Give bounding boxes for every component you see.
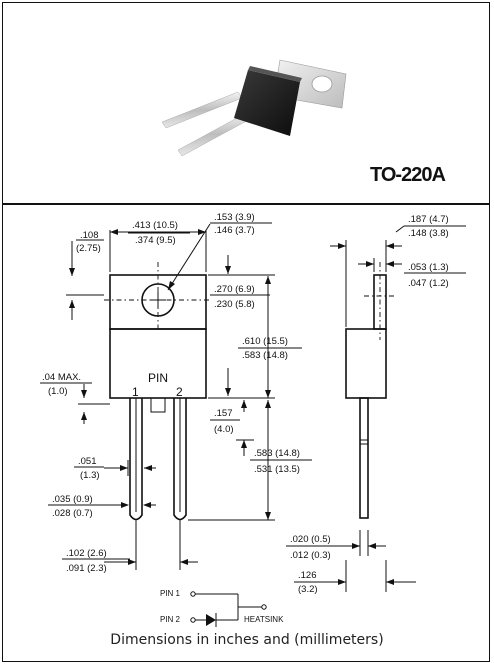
pin-number-1: 1 [132, 385, 139, 399]
svg-text:(1.3): (1.3) [80, 470, 100, 481]
svg-text:(3.2): (3.2) [298, 584, 318, 595]
drawing-frame [2, 2, 490, 662]
svg-text:.153 (3.9): .153 (3.9) [214, 212, 255, 223]
lead-1 [129, 398, 143, 521]
svg-text:.270 (6.9): .270 (6.9) [214, 284, 255, 295]
svg-text:.230 (5.8): .230 (5.8) [214, 299, 255, 310]
svg-text:.187 (4.7): .187 (4.7) [408, 214, 449, 225]
svg-text:.035 (0.9): .035 (0.9) [52, 494, 93, 505]
svg-text:.053 (1.3): .053 (1.3) [408, 262, 449, 273]
package-title: TO-220A [370, 164, 446, 186]
side-view: .187 (4.7) .148 (3.8) .053 (1.3) .047 (1… [286, 214, 466, 595]
svg-text:.04 MAX.: .04 MAX. [42, 372, 81, 383]
svg-text:(4.0): (4.0) [214, 424, 234, 435]
svg-text:.028 (0.7): .028 (0.7) [52, 508, 93, 519]
svg-text:.102 (2.6): .102 (2.6) [66, 548, 107, 559]
package-body [109, 328, 207, 399]
diode-symbol [206, 614, 216, 626]
front-view: PIN 1 2 .413 (10.5) .374 (9.5) .108 (2.7… [40, 212, 312, 574]
svg-text:.108: .108 [80, 230, 99, 241]
component-photo [161, 59, 347, 157]
svg-text:HEATSINK: HEATSINK [244, 615, 284, 624]
lead-2 [173, 398, 187, 521]
svg-text:.146 (3.7): .146 (3.7) [214, 225, 255, 236]
side-lead [359, 397, 369, 519]
svg-text:.051: .051 [78, 456, 97, 467]
svg-text:PIN 2: PIN 2 [160, 615, 181, 624]
svg-text:PIN 1: PIN 1 [160, 589, 181, 598]
svg-text:.583 (14.8): .583 (14.8) [242, 350, 288, 361]
svg-text:.374 (9.5): .374 (9.5) [135, 235, 176, 246]
svg-text:(1.0): (1.0) [48, 386, 68, 397]
svg-text:.126: .126 [298, 570, 317, 581]
pin-schematic: PIN 1 PIN 2 HEATSINK [160, 589, 284, 627]
svg-text:.148 (3.8): .148 (3.8) [408, 228, 449, 239]
caption: Dimensions in inches and (millimeters) [110, 632, 384, 648]
svg-text:.610 (15.5): .610 (15.5) [242, 336, 288, 347]
svg-text:.091 (2.3): .091 (2.3) [66, 563, 107, 574]
svg-text:.012 (0.3): .012 (0.3) [290, 550, 331, 561]
pin-number-2: 2 [176, 385, 183, 399]
svg-text:.413 (10.5): .413 (10.5) [132, 220, 178, 231]
section-divider [2, 203, 490, 205]
pin-label: PIN [148, 371, 168, 385]
svg-text:(2.75): (2.75) [76, 243, 101, 254]
svg-text:.531 (13.5): .531 (13.5) [254, 464, 300, 475]
svg-text:.583 (14.8): .583 (14.8) [254, 448, 300, 459]
svg-text:.047 (1.2): .047 (1.2) [408, 278, 449, 289]
svg-text:.157: .157 [214, 408, 233, 419]
svg-text:.020 (0.5): .020 (0.5) [290, 534, 331, 545]
